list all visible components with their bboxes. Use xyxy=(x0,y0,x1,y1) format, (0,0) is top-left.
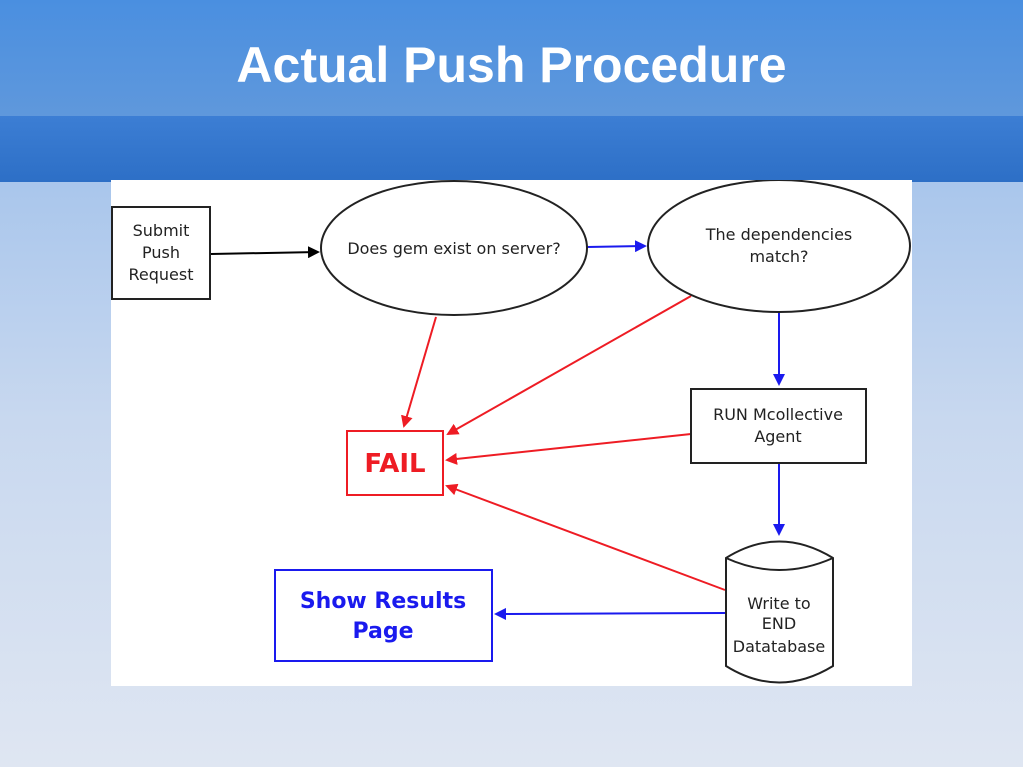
edge-gem-to-fail xyxy=(401,316,437,428)
node-submit-line-2: Push xyxy=(142,243,180,262)
node-gem-exists: Does gem exist on server? xyxy=(320,180,588,316)
edge-gem-to-deps xyxy=(586,240,647,253)
node-deps-line-2: match? xyxy=(749,247,808,266)
node-gem-exists-label: Does gem exist on server? xyxy=(347,239,560,258)
node-dependencies-match: The dependencies match? xyxy=(647,180,911,313)
node-write-to-database: Write to END Datatabase xyxy=(725,540,834,684)
header-top-band xyxy=(0,0,1023,116)
node-submit-push-request: Submit Push Request xyxy=(111,206,211,300)
node-submit-line-3: Request xyxy=(129,265,194,284)
edge-agent-to-fail xyxy=(445,433,692,465)
diagram-panel: Submit Push Request Does gem exist on se… xyxy=(111,180,912,686)
node-run-mcollective-agent: RUN Mcollective Agent xyxy=(690,388,867,464)
node-db-line-3: Datatabase xyxy=(733,637,825,656)
node-fail: FAIL xyxy=(346,430,444,496)
node-fail-label: FAIL xyxy=(364,449,425,479)
node-agent-line-1: RUN Mcollective xyxy=(713,405,843,424)
header-dark-band xyxy=(0,116,1023,182)
slide-title: Actual Push Procedure xyxy=(236,37,787,93)
node-agent-line-2: Agent xyxy=(754,427,801,446)
node-db-line-1: Write to xyxy=(747,594,810,613)
node-results-line-1: Show Results xyxy=(300,589,466,614)
node-db-line-2: END xyxy=(762,614,796,633)
edge-db-to-results xyxy=(494,607,726,620)
edge-submit-to-gem xyxy=(210,246,320,259)
edge-db-to-fail xyxy=(445,483,726,591)
edge-deps-to-fail xyxy=(446,295,692,435)
node-deps-line-1: The dependencies xyxy=(705,225,853,244)
flowchart: Submit Push Request Does gem exist on se… xyxy=(111,180,911,684)
node-show-results-page: Show Results Page xyxy=(274,569,493,662)
node-results-line-2: Page xyxy=(352,619,413,644)
node-submit-line-1: Submit xyxy=(133,221,190,240)
